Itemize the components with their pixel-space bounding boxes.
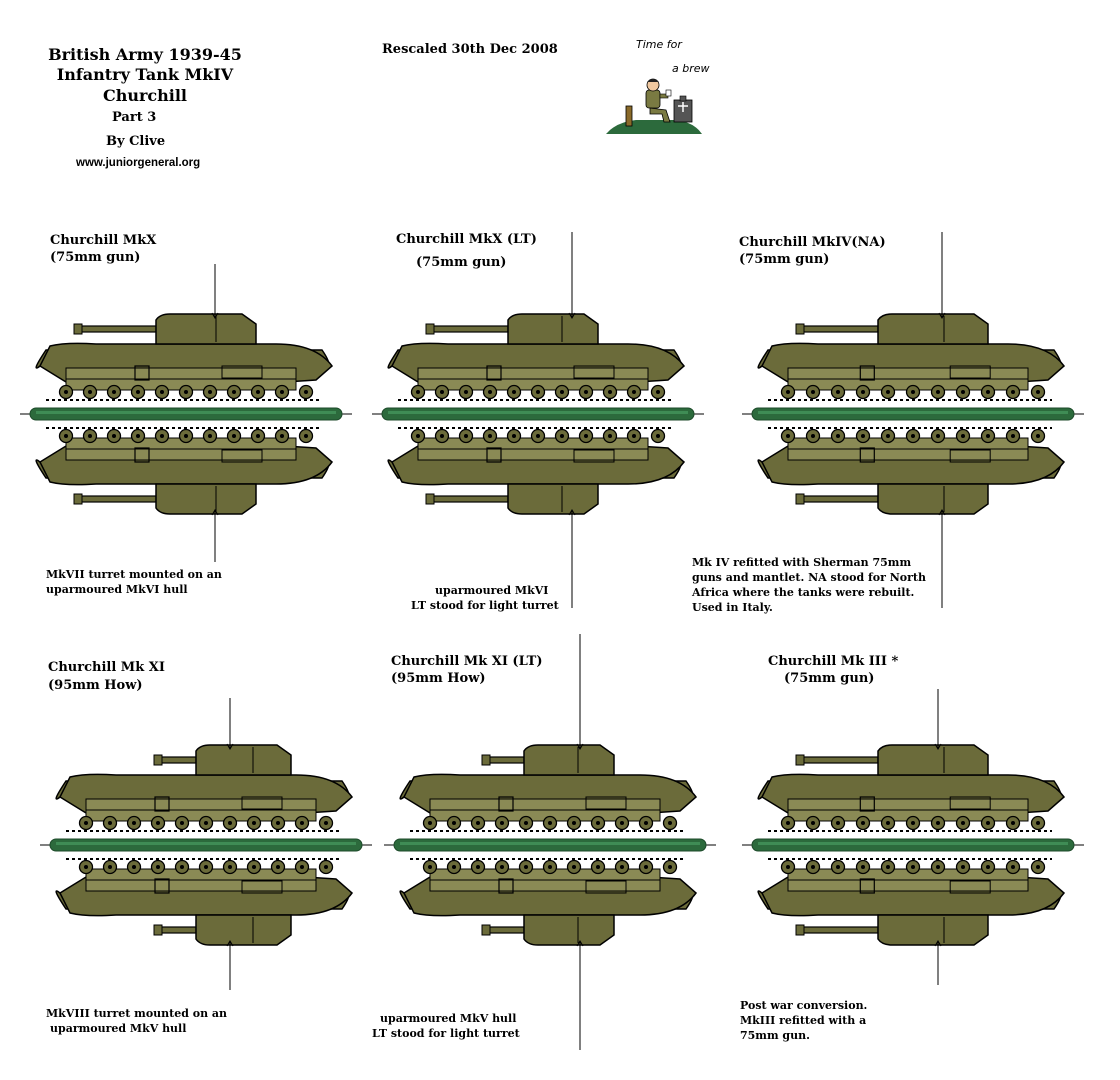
tank-6-bottom-marker-head — [934, 940, 942, 947]
tank-6-bottom-hull — [757, 858, 1066, 917]
tank-3-bottom-turret — [795, 483, 989, 515]
tank-6-note-line-3: 75mm gun. — [740, 1029, 810, 1042]
tank-1-top-marker-head — [211, 312, 219, 319]
tank-4-top-marker-head — [226, 743, 234, 750]
tank-2-figure — [372, 232, 704, 608]
tank-4-top-hull — [55, 773, 354, 832]
header-part: Part 3 — [112, 110, 157, 125]
tank-2-subtitle: (75mm gun) — [416, 255, 507, 270]
header-title-line-2: Infantry Tank MkIV — [56, 65, 234, 84]
tank-4-figure — [40, 698, 372, 990]
tank-6-top-hull — [757, 773, 1066, 832]
tank-1-bottom-marker-head — [211, 509, 219, 516]
tank-3-top-hull — [757, 342, 1066, 401]
tank-1-note-line-2: uparmoured MkVI hull — [46, 583, 188, 596]
tank-2-title: Churchill MkX (LT) — [396, 232, 537, 247]
tank-1-bottom-hull — [35, 427, 334, 486]
tank-2-base-highlight — [388, 411, 688, 414]
tank-2-note-line-2: LT stood for light turret — [411, 599, 559, 612]
tank-5-title: Churchill Mk XI (LT) — [391, 654, 543, 669]
tank-4-bottom-turret — [153, 914, 292, 946]
tank-5-top-turret — [481, 744, 615, 776]
tank-2-top-marker-head — [568, 312, 576, 319]
header-title-line-1: British Army 1939-45 — [48, 45, 242, 64]
tank-3-title: Churchill MkIV(NA) — [739, 235, 886, 250]
tank-4-title: Churchill Mk XI — [48, 660, 165, 675]
tank-5-figure — [384, 634, 716, 1050]
tank-6-subtitle: (75mm gun) — [784, 671, 875, 686]
tank-4-subtitle: (95mm How) — [48, 678, 143, 693]
tank-5-bottom-marker-head — [576, 940, 584, 947]
tank-1-figure — [20, 264, 352, 562]
tank-5-top-marker-head — [576, 743, 584, 750]
tank-1-title: Churchill MkX — [50, 233, 157, 248]
tank-4-note-line-2: uparmoured MkV hull — [50, 1022, 187, 1035]
tank-5-top-hull — [399, 773, 698, 832]
tank-6-figure — [742, 689, 1084, 985]
soldier-brew-cartoon — [606, 78, 702, 134]
tank-3-figure — [742, 232, 1084, 608]
tank-3-bottom-marker-head — [938, 509, 946, 516]
tank-3-note-line-2: guns and mantlet. NA stood for North — [692, 571, 926, 584]
tank-5-bottom-hull — [399, 858, 698, 917]
tank-4-bottom-marker-head — [226, 940, 234, 947]
tank-2-top-hull — [387, 342, 686, 401]
tank-4-bottom-hull — [55, 858, 354, 917]
tank-3-base-highlight — [758, 411, 1068, 414]
tank-4-note-line-1: MkVIII turret mounted on an — [46, 1007, 228, 1020]
tank-6-title: Churchill Mk III * — [768, 654, 899, 669]
tank-1-base-highlight — [36, 411, 336, 414]
tank-5-note-line-2: LT stood for light turret — [372, 1027, 520, 1040]
tank-5-bottom-turret — [481, 914, 615, 946]
tank-5-subtitle: (95mm How) — [391, 671, 486, 686]
tank-1-bottom-turret — [73, 483, 257, 515]
tank-3-note-line-4: Used in Italy. — [692, 601, 773, 614]
tank-2-bottom-marker-head — [568, 509, 576, 516]
tank-4-top-turret — [153, 744, 292, 776]
tank-2-note-line-1: uparmoured MkVI — [435, 584, 549, 597]
tank-2-top-turret — [425, 313, 599, 345]
tank-1-top-hull — [35, 342, 334, 401]
tank-4-base-highlight — [56, 842, 356, 845]
tank-6-base-highlight — [758, 842, 1068, 845]
cartoon-caption-2: a brew — [672, 62, 710, 75]
tank-1-subtitle: (75mm gun) — [50, 250, 141, 265]
tank-2-bottom-turret — [425, 483, 599, 515]
tank-6-top-marker-head — [934, 743, 942, 750]
tank-3-top-turret — [795, 313, 989, 345]
tank-5-base-highlight — [400, 842, 700, 845]
tank-1-top-turret — [73, 313, 257, 345]
tank-6-note-line-2: MkIII refitted with a — [740, 1014, 867, 1027]
tank-1-note-line-1: MkVII turret mounted on an — [46, 568, 222, 581]
header-website[interactable]: www.juniorgeneral.org — [76, 157, 201, 169]
tank-3-note-line-3: Africa where the tanks were rebuilt. — [692, 586, 915, 599]
tank-6-bottom-turret — [795, 914, 989, 946]
tank-6-top-turret — [795, 744, 989, 776]
tank-6-note-line-1: Post war conversion. — [740, 999, 868, 1012]
rescaled-note: Rescaled 30th Dec 2008 — [382, 42, 558, 57]
tank-3-bottom-hull — [757, 427, 1066, 486]
tank-3-top-marker-head — [938, 312, 946, 319]
tank-5-note-line-1: uparmoured MkV hull — [380, 1012, 517, 1025]
header-author: By Clive — [106, 134, 166, 149]
header-title-line-3: Churchill — [102, 86, 188, 105]
tank-3-subtitle: (75mm gun) — [739, 252, 830, 267]
tank-2-bottom-hull — [387, 427, 686, 486]
cartoon-caption-1: Time for — [636, 38, 682, 51]
tank-3-note-line-1: Mk IV refitted with Sherman 75mm — [692, 556, 912, 569]
